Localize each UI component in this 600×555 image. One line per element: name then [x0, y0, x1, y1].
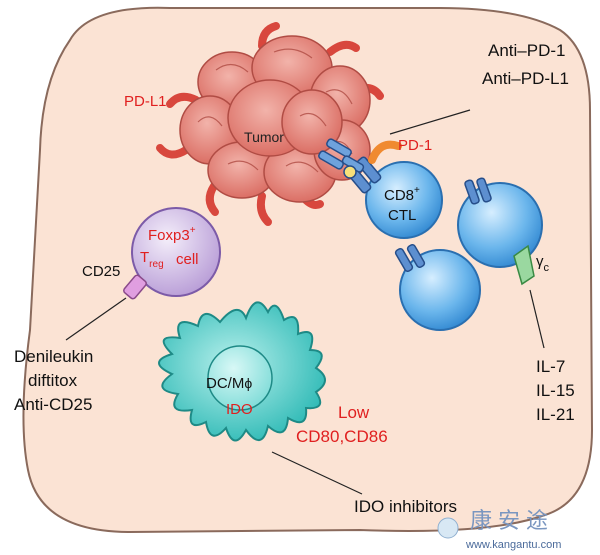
pd-l1-receptor: [205, 182, 219, 216]
ido-label: IDO: [226, 401, 253, 418]
pd-l1-receptor: [166, 92, 200, 108]
ctl-label: CTL: [388, 207, 416, 224]
denileukin-pointer-line: [65, 297, 127, 341]
watermark-logo-icon: [437, 517, 459, 539]
t-cell-bottom: [399, 249, 481, 331]
cd25-receptor: [123, 274, 147, 300]
diftitox-label: diftitox: [28, 371, 78, 390]
dc-label: DC/Mϕ: [206, 375, 252, 392]
anti-cd25-label: Anti-CD25: [14, 395, 92, 414]
il-pointer-line: [529, 289, 545, 349]
treg-label: Treg: [140, 249, 164, 270]
ido-inhibitors-label: IDO inhibitors: [354, 497, 457, 516]
pd-1-label: PD-1: [398, 137, 432, 154]
cd8-ctl-cell: [365, 161, 443, 239]
il15-label: IL-15: [536, 381, 575, 400]
cd8-label: CD8+: [384, 185, 420, 204]
pd-1-receptor: [368, 140, 402, 164]
t-cell-cluster: CD8+ CTL: [318, 138, 543, 331]
dendritic-cell: DC/Mϕ IDO: [158, 301, 326, 442]
pd-l1-receptor: [258, 22, 280, 50]
cd25-label: CD25: [82, 263, 120, 280]
cd80-cd86-label: CD80,CD86: [296, 427, 388, 446]
treg-cell: Foxp3+ Treg cell: [123, 207, 221, 300]
anti-pd1-pointer-line: [389, 109, 471, 135]
t-cell-right: [457, 182, 543, 268]
low-label: Low: [338, 403, 370, 422]
anti-pd1-label: Anti–PD-1: [488, 41, 565, 60]
ido-inhibitors-pointer-line: [271, 451, 363, 495]
watermark: 康安途 www.kangantu.com: [437, 508, 561, 551]
denileukin-label: Denileukin: [14, 347, 93, 366]
gamma-c-label: γc: [536, 253, 550, 274]
dc-nucleus: [207, 345, 273, 411]
pd-l1-receptor: [256, 192, 272, 226]
watermark-chinese: 康安途: [470, 508, 554, 533]
gamma-c-receptor: [513, 244, 535, 286]
pd-l1-label: PD-L1: [124, 93, 167, 110]
foxp3-label: Foxp3+: [148, 225, 196, 244]
il21-label: IL-21: [536, 405, 575, 424]
watermark-url: www.kangantu.com: [465, 539, 561, 551]
il7-label: IL-7: [536, 357, 565, 376]
pd-l1-receptor: [156, 144, 190, 159]
anti-pdl1-label: Anti–PD-L1: [482, 69, 569, 88]
pd-l1-receptor: [326, 40, 360, 56]
tumor-label: Tumor: [244, 129, 284, 145]
anti-pd1-antibody: [318, 138, 365, 179]
background-region: [22, 6, 594, 534]
treg-cell-label: cell: [176, 251, 199, 268]
